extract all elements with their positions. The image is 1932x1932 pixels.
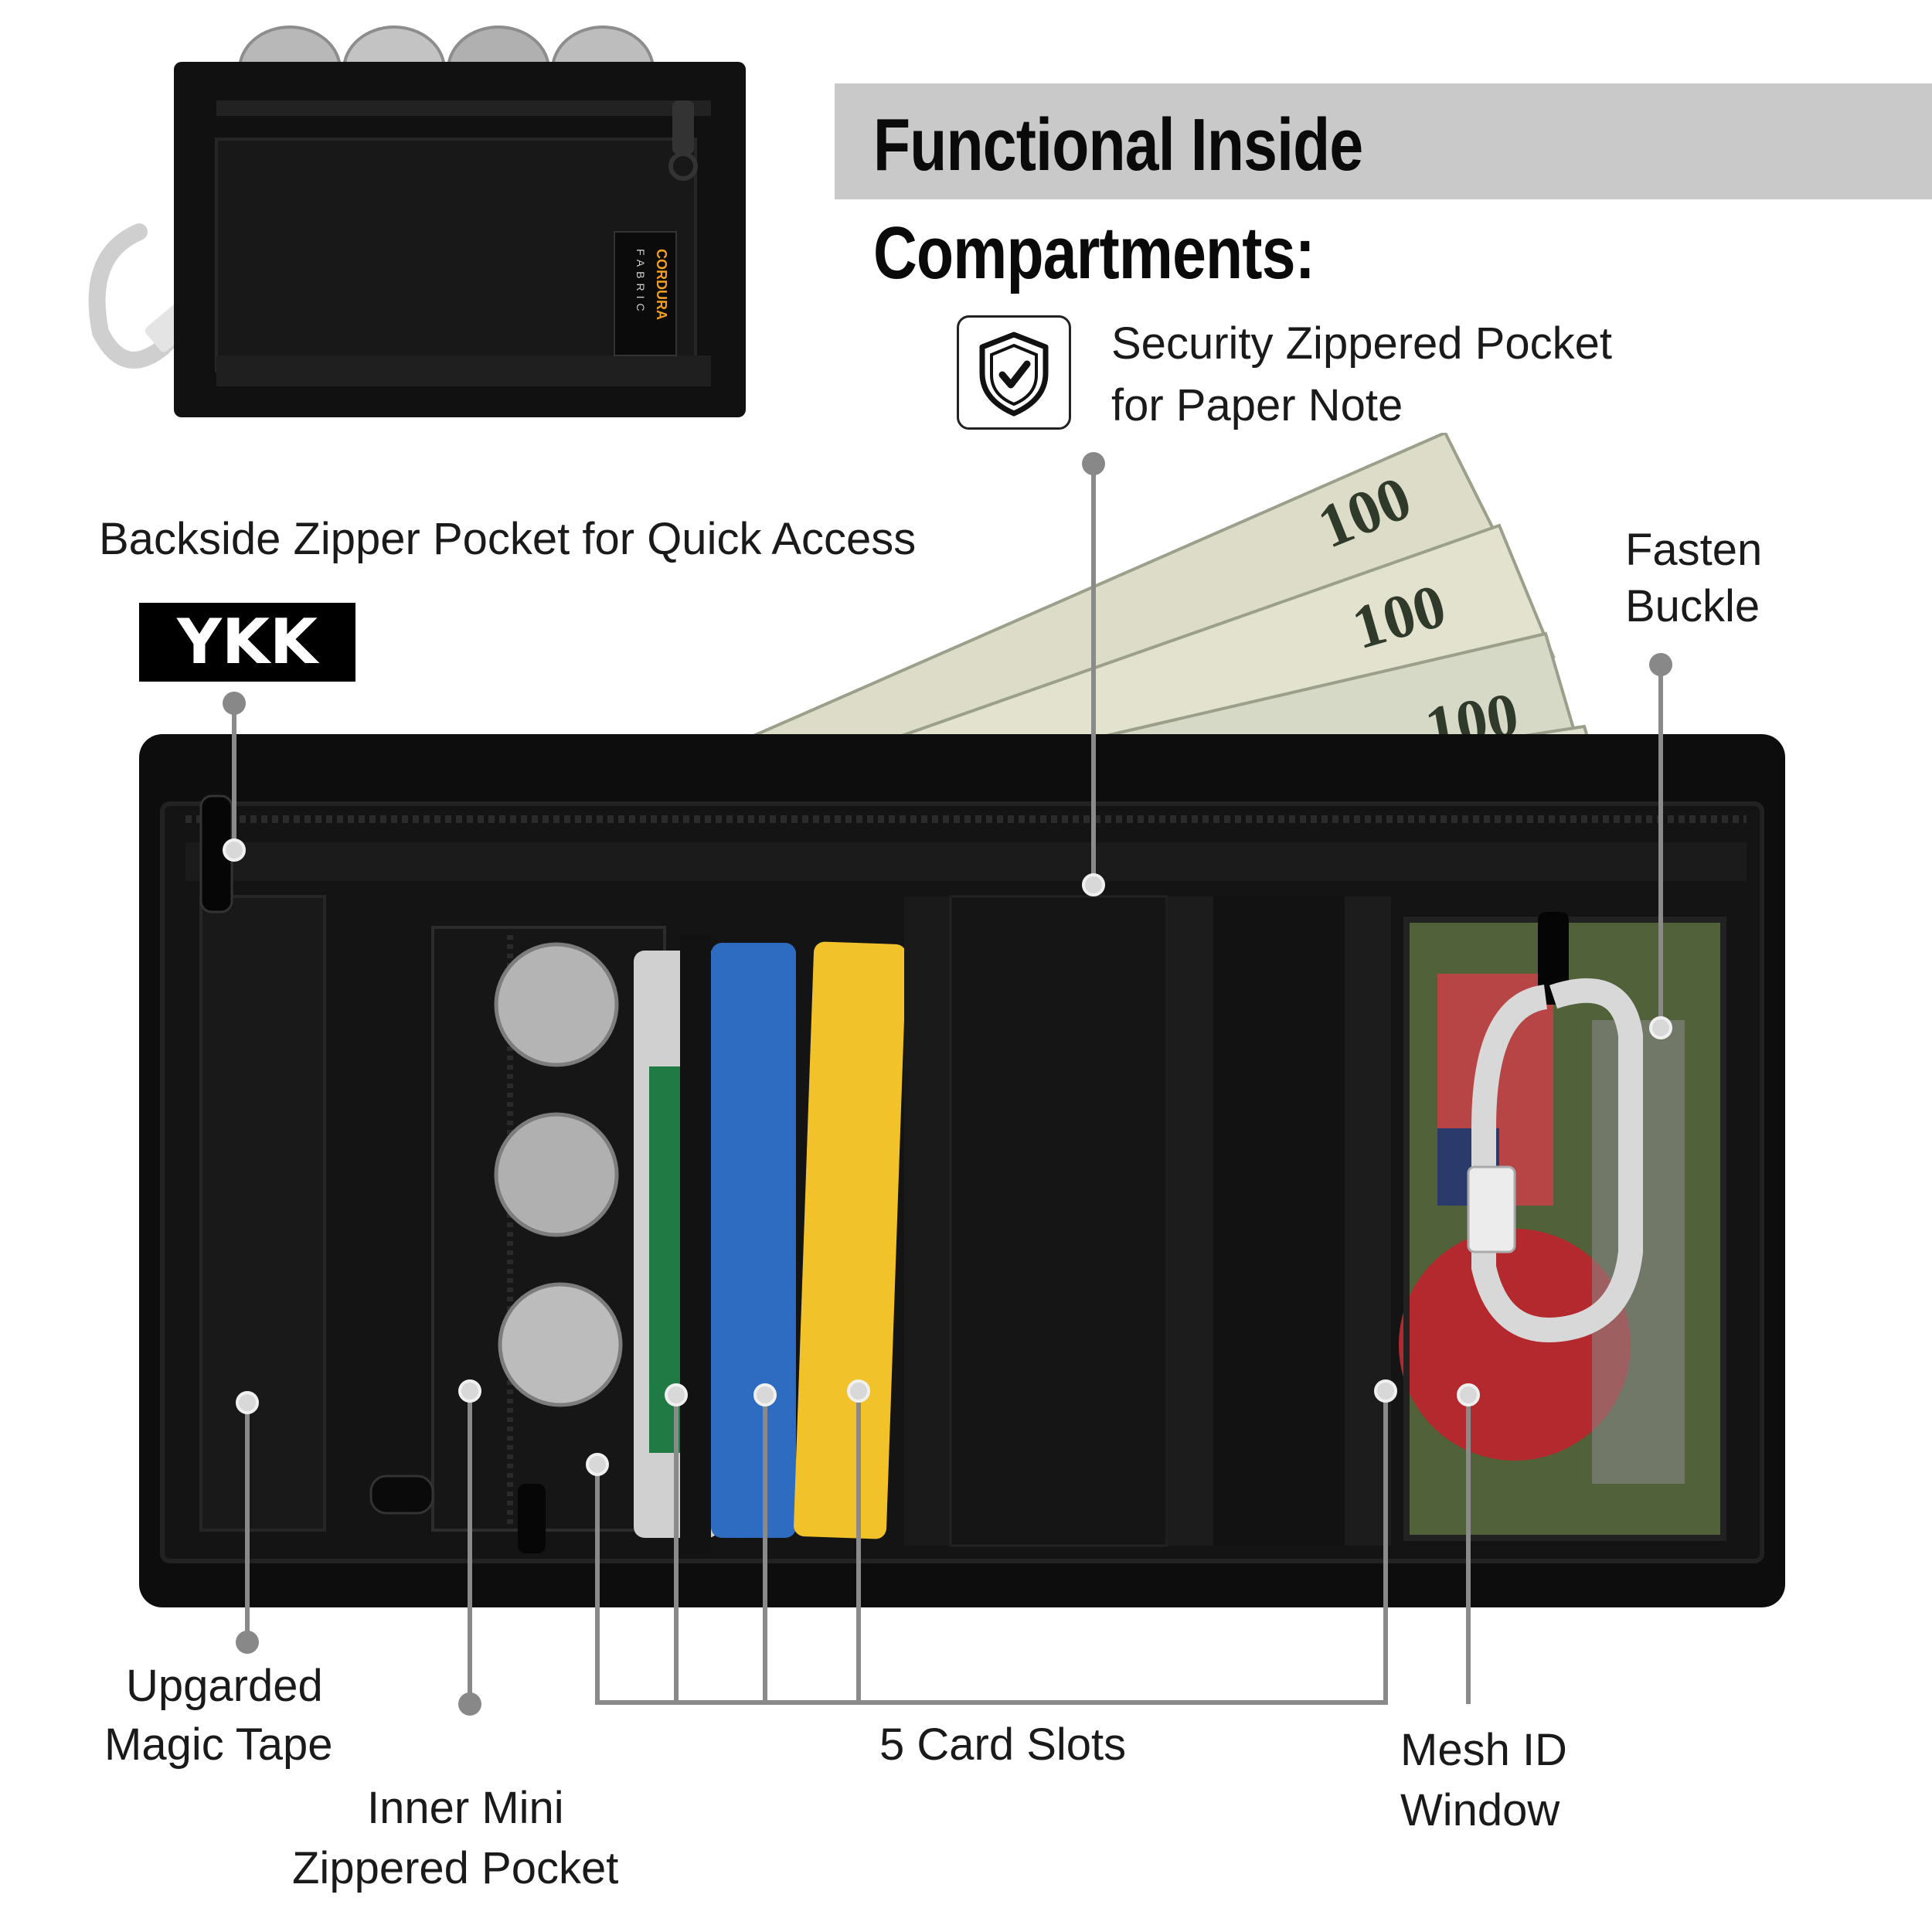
leader-dot-security-bottom bbox=[1082, 873, 1105, 896]
open-wallet-image: 100 100 100 bbox=[139, 433, 1785, 1607]
leader-card-slot-4 bbox=[856, 1391, 861, 1704]
shield-check-icon bbox=[979, 332, 1049, 417]
small-wallet-image: CORDURA FABRIC bbox=[88, 26, 746, 417]
callout-card-slots: 5 Card Slots bbox=[879, 1719, 1127, 1770]
ykk-badge: YKK bbox=[139, 603, 355, 682]
cordura-tag-text: CORDURA bbox=[654, 249, 669, 320]
leader-dot-ykk-bottom bbox=[223, 838, 246, 862]
leader-card-slot-3 bbox=[763, 1395, 767, 1704]
leader-dot-magic-bottom bbox=[236, 1631, 259, 1654]
leader-dot-security-top bbox=[1082, 452, 1105, 475]
security-badge bbox=[957, 315, 1071, 430]
small-carabiner bbox=[88, 223, 217, 369]
leader-dot-card-1 bbox=[586, 1453, 609, 1476]
callout-security-line1: Security Zippered Pocket bbox=[1111, 318, 1612, 369]
coins bbox=[494, 942, 623, 1407]
cordura-tag-sub: FABRIC bbox=[634, 249, 647, 316]
leader-dot-card-3 bbox=[753, 1383, 777, 1406]
mesh-id-window bbox=[1399, 917, 1726, 1541]
leader-dot-fasten-top bbox=[1649, 653, 1672, 676]
leader-dot-card-4 bbox=[847, 1379, 870, 1403]
leader-dot-card-2 bbox=[665, 1383, 688, 1406]
callout-inner-mini-line2: Zippered Pocket bbox=[292, 1843, 619, 1893]
leader-magic-tape bbox=[245, 1403, 250, 1642]
leader-security bbox=[1091, 464, 1096, 885]
leader-card-slot-2 bbox=[674, 1395, 679, 1704]
leader-dot-inner-bottom bbox=[458, 1692, 481, 1716]
leader-inner-mini bbox=[468, 1391, 472, 1704]
callout-mesh-line1: Mesh ID bbox=[1400, 1725, 1567, 1775]
leader-dot-fasten-bottom bbox=[1649, 1016, 1672, 1039]
header-band bbox=[835, 83, 1932, 199]
leader-ykk bbox=[232, 703, 236, 850]
leader-card-slot-5 bbox=[1383, 1391, 1388, 1704]
callout-magic-tape-line2: Magic Tape bbox=[104, 1719, 333, 1770]
leader-dot-inner-top bbox=[458, 1379, 481, 1403]
carabiner bbox=[1467, 912, 1643, 1342]
leader-dot-card-5 bbox=[1374, 1379, 1397, 1403]
leader-dot-mesh bbox=[1457, 1383, 1480, 1406]
callout-mesh-line2: Window bbox=[1400, 1785, 1560, 1835]
leader-mesh bbox=[1466, 1395, 1471, 1704]
callout-backside-pocket: Backside Zipper Pocket for Quick Access bbox=[99, 514, 917, 564]
callout-fasten-line1: Fasten bbox=[1625, 525, 1763, 575]
leader-dot-ykk-top bbox=[223, 692, 246, 715]
callout-magic-tape-line1: Upgarded bbox=[126, 1661, 323, 1711]
leader-card-slot-1 bbox=[595, 1464, 600, 1704]
leader-card-slots-bar bbox=[595, 1700, 1388, 1705]
leader-dot-magic-top bbox=[236, 1391, 259, 1414]
callout-security-line2: for Paper Note bbox=[1111, 380, 1403, 430]
page-title: Functional Inside Compartments: bbox=[873, 104, 1363, 294]
callout-fasten-line2: Buckle bbox=[1625, 581, 1760, 631]
leader-fasten bbox=[1658, 665, 1663, 1028]
callout-inner-mini-line1: Inner Mini bbox=[367, 1783, 564, 1833]
